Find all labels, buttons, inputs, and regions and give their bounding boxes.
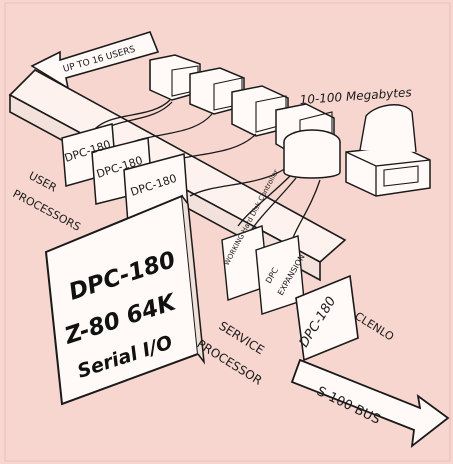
disk-drive [284, 130, 340, 178]
